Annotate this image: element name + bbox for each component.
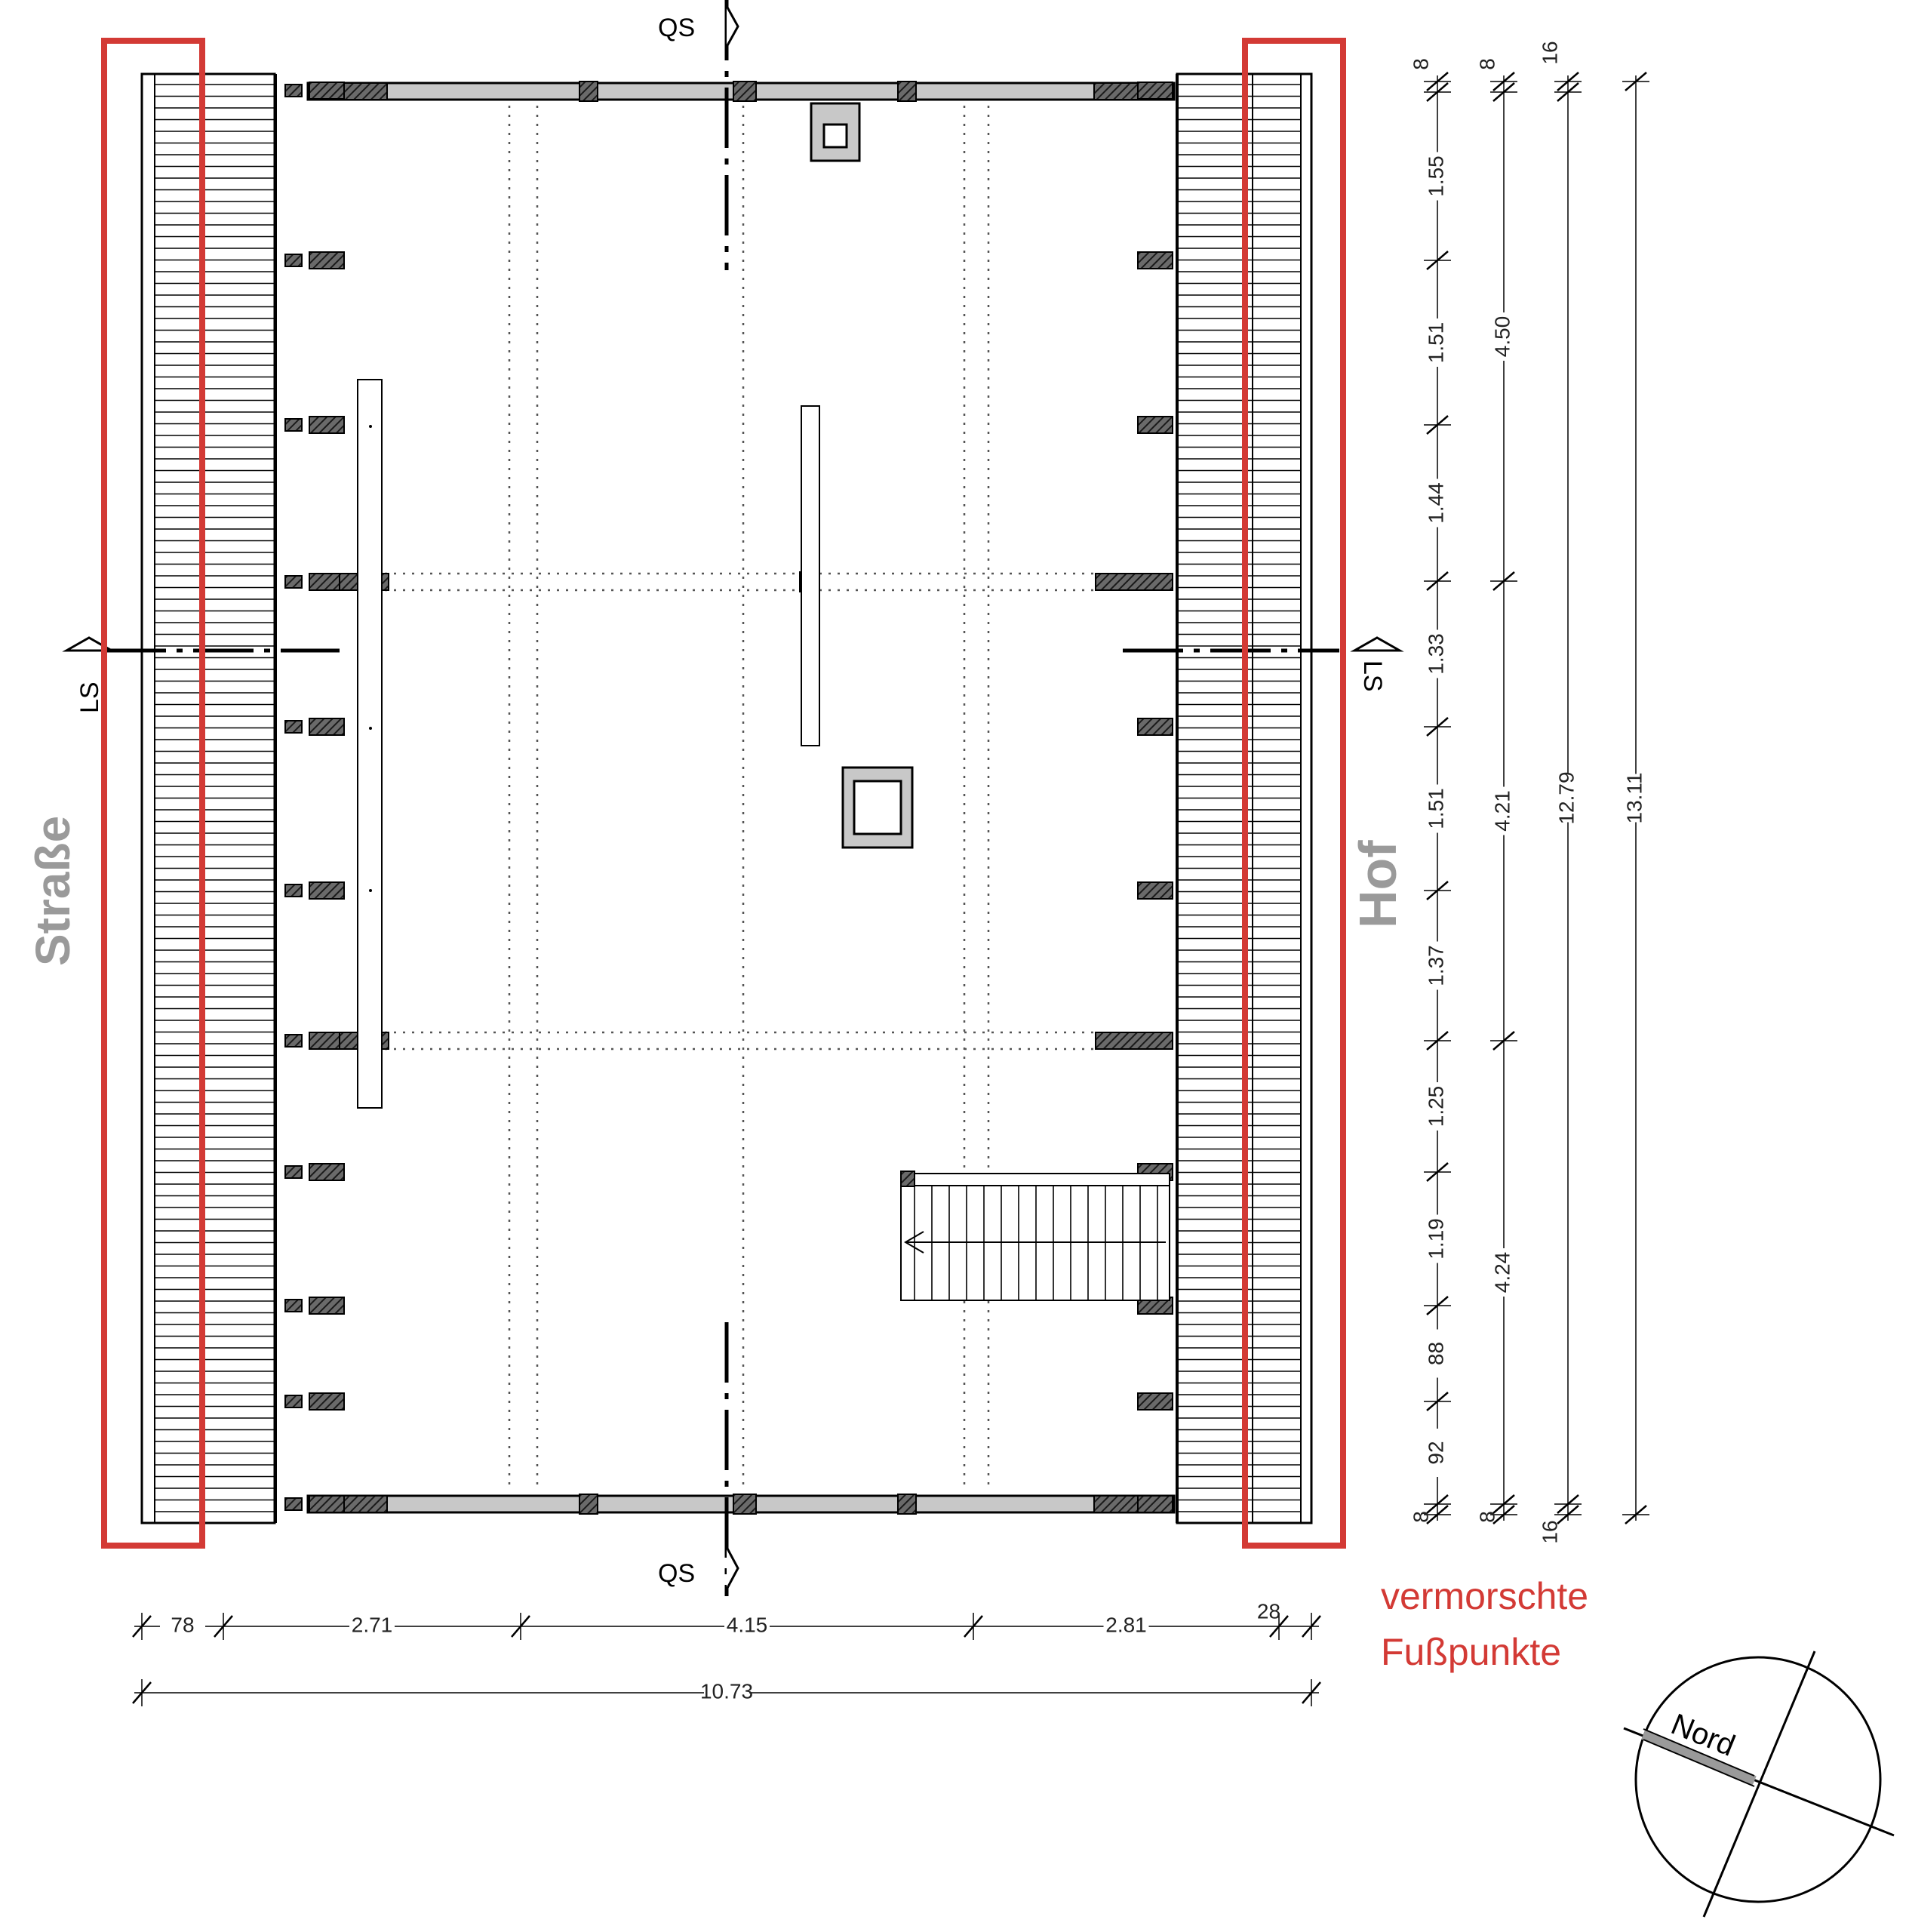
dim-label: 8 — [1409, 58, 1432, 70]
dim-label-bg — [1103, 1614, 1149, 1638]
post-small — [284, 254, 303, 267]
dim-label-bg — [1425, 941, 1449, 990]
post-left — [309, 718, 345, 736]
north-arrow — [1623, 1651, 1895, 1918]
note-line-1: vermorschte — [1381, 1575, 1588, 1617]
dim-label: 8 — [1475, 58, 1499, 70]
dim-label-bg — [160, 1614, 205, 1638]
chimney-center — [841, 766, 914, 849]
chimney-top — [810, 102, 861, 162]
dim-label-bg — [704, 1681, 749, 1705]
post-right — [1137, 1495, 1173, 1513]
post-right — [1137, 416, 1173, 434]
dim-label: 4.24 — [1490, 1252, 1514, 1294]
dim-label: 10.73 — [700, 1679, 753, 1703]
dim-label: 78 — [171, 1613, 194, 1636]
dim-label: 13.11 — [1622, 773, 1646, 824]
post-small — [284, 84, 303, 97]
post-small — [284, 884, 303, 897]
post-left — [309, 416, 345, 434]
dim-label-bg — [1425, 1329, 1449, 1378]
post-right — [1137, 251, 1173, 269]
dim-label-bg — [349, 1614, 395, 1638]
note-line-2: Fußpunkte — [1381, 1631, 1561, 1673]
post-left — [309, 251, 345, 269]
dim-label: 1.25 — [1424, 1086, 1447, 1128]
dim-label: 2.71 — [352, 1613, 393, 1636]
dim-label: 8 — [1409, 1511, 1432, 1523]
dim-label: 4.15 — [727, 1613, 768, 1636]
dim-label-bg — [1425, 784, 1449, 833]
post-left — [309, 1297, 345, 1315]
dim-label: 4.21 — [1490, 790, 1514, 832]
dim-label: 1.33 — [1424, 633, 1447, 675]
tie-beams — [339, 571, 1173, 1050]
section-line-ls — [62, 636, 1404, 653]
post-right — [1137, 82, 1173, 100]
dim-label: 8 — [1475, 1511, 1499, 1523]
staircase — [900, 1171, 1170, 1301]
dim-label: 16 — [1538, 41, 1561, 64]
dim-label-bg — [1556, 774, 1580, 823]
dim-label: 88 — [1424, 1342, 1447, 1365]
rotten-rafter-feet-highlight — [101, 38, 1346, 1549]
post-left — [309, 82, 345, 100]
section-line-qs — [724, 0, 739, 1596]
dim-label-bg — [1492, 786, 1516, 835]
post-small — [284, 1034, 303, 1048]
dimension-lines: 78 2.71 4.15 2.81 28 10.73 8 1.55 1.51 1.44 1.33 1.… — [132, 41, 1649, 1706]
dim-label: 92 — [1424, 1441, 1447, 1464]
dim-label-bg — [1492, 312, 1516, 361]
post-right — [1137, 718, 1173, 736]
building-outline — [274, 74, 1179, 1523]
post-left — [309, 881, 345, 900]
post-small — [284, 1299, 303, 1312]
structural-grid — [385, 106, 1094, 1491]
dim-label-bg — [1425, 478, 1449, 528]
dim-label-bg — [1492, 1248, 1516, 1297]
roof-eave-left — [140, 72, 276, 1524]
post-right — [1137, 881, 1173, 900]
dim-label-bg — [724, 1614, 770, 1638]
purlin-left — [357, 379, 383, 1109]
dim-label: 2.81 — [1105, 1613, 1147, 1636]
dim-label-bg — [1425, 629, 1449, 678]
dim-label: 4.50 — [1490, 316, 1514, 358]
dim-label: 1.51 — [1424, 322, 1447, 364]
dim-label-bg — [1425, 1214, 1449, 1263]
dim-label-bg — [1425, 1082, 1449, 1131]
dim-label: 1.37 — [1424, 945, 1447, 986]
dim-label: 1.55 — [1424, 155, 1447, 197]
side-label-courtyard: Hof — [1348, 840, 1407, 928]
post-small — [284, 1497, 303, 1511]
dim-label-bg — [1624, 774, 1648, 823]
section-label-ls-right: LS — [1358, 660, 1387, 692]
post-small — [284, 720, 303, 734]
center-beam — [801, 405, 820, 746]
post-right — [1137, 1392, 1173, 1411]
dim-label: 1.51 — [1424, 788, 1447, 829]
post-left — [309, 1163, 345, 1181]
post-small — [284, 1395, 303, 1408]
dim-label-bg — [1425, 1429, 1449, 1477]
post-small — [284, 418, 303, 432]
post-left — [309, 1392, 345, 1411]
dim-label: 1.44 — [1424, 482, 1447, 524]
dim-label-bg — [1425, 152, 1449, 201]
section-label-qs-bottom: QS — [658, 1559, 695, 1588]
post-small — [284, 1165, 303, 1179]
dim-label: 1.19 — [1424, 1218, 1447, 1260]
section-label-ls-left: LS — [75, 681, 104, 713]
side-label-street: Straße — [26, 816, 80, 966]
dim-label: 16 — [1538, 1520, 1561, 1543]
dim-label-bg — [1425, 318, 1449, 367]
post-left — [309, 1495, 345, 1513]
section-label-qs-top: QS — [658, 14, 695, 42]
dim-label: 12.79 — [1554, 771, 1578, 824]
dim-label: 28 — [1257, 1599, 1280, 1623]
post-small — [284, 575, 303, 589]
